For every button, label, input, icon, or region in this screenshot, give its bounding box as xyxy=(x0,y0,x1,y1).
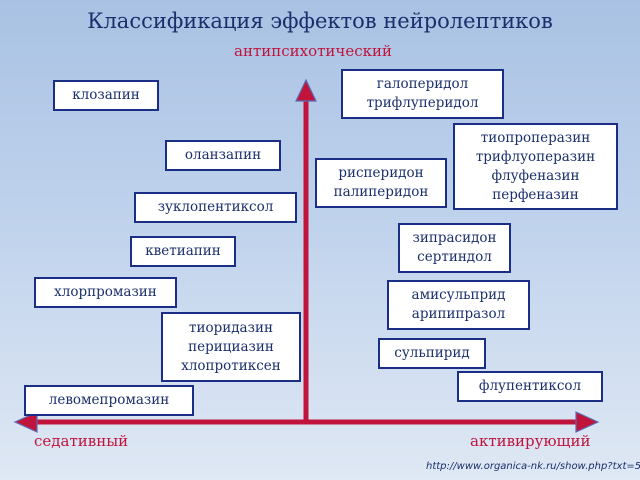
drug-name: флупентиксол xyxy=(478,378,582,394)
drug-name: тиопроперазин xyxy=(480,129,591,146)
drug-box-zuclopenthixol: зуклопентиксол xyxy=(134,192,297,223)
left-axis-arrow-icon xyxy=(13,411,38,433)
drug-box-chlorpromazine: хлорпромазин xyxy=(34,277,177,308)
drug-box-ziprasidone-group: зипрасидон сертиндол xyxy=(398,223,511,273)
drug-box-levomepromazine: левомепромазин xyxy=(24,385,194,416)
drug-box-sulpiride: сульпирид xyxy=(378,338,486,369)
drug-name: флуфеназин xyxy=(491,167,580,184)
drug-name: хлопротиксен xyxy=(181,357,281,374)
drug-name: клозапин xyxy=(72,87,140,103)
drug-name: сертиндол xyxy=(417,249,492,265)
drug-box-clozapine: клозапин xyxy=(53,80,159,111)
drug-box-flupentixol: флупентиксол xyxy=(457,371,603,402)
drug-box-olanzapine: оланзапин xyxy=(165,140,281,171)
drug-name: галоперидол xyxy=(376,76,469,92)
drug-name: перициазин xyxy=(188,338,274,355)
source-url[interactable]: http://www.organica-nk.ru/show.php?txt=5… xyxy=(426,461,640,472)
page-title: Классификация эффектов нейролептиков xyxy=(87,9,553,33)
drug-box-amisulpride-group: амисульприд арипипразол xyxy=(387,280,530,330)
sedative-axis-label: седативный xyxy=(34,432,129,450)
drug-box-thioproperazine-group: тиопроперазин трифлуоперазин флуфеназин … xyxy=(453,123,618,210)
drug-name: хлорпромазин xyxy=(54,284,157,300)
drug-name: трифлуоперазин xyxy=(475,148,596,165)
drug-box-thioridazine-group: тиоридазин перициазин хлопротиксен xyxy=(161,312,301,382)
drug-name: палиперидон xyxy=(333,184,429,200)
antipsychotic-axis-label: антипсихотический xyxy=(234,42,392,60)
right-axis-arrow-icon xyxy=(575,411,600,433)
drug-name: кветиапин xyxy=(145,243,221,259)
drug-name: рисперидон xyxy=(338,165,424,181)
drug-name: тиоридазин xyxy=(189,319,273,336)
drug-name: оланзапин xyxy=(184,147,262,163)
drug-name: зуклопентиксол xyxy=(157,199,274,215)
drug-name: левомепромазин xyxy=(48,392,170,408)
drug-name: зипрасидон xyxy=(412,230,497,246)
drug-name: трифлуперидол xyxy=(366,95,479,111)
drug-name: перфеназин xyxy=(492,186,579,203)
drug-name: сульпирид xyxy=(394,345,470,361)
drug-name: амисульприд xyxy=(411,287,506,303)
vertical-axis-arrow-icon xyxy=(295,78,317,102)
drug-box-haloperidol-group: галоперидол трифлуперидол xyxy=(341,69,504,119)
drug-box-quetiapine: кветиапин xyxy=(130,236,236,267)
activating-axis-label: активирующий xyxy=(470,432,591,450)
drug-name: арипипразол xyxy=(411,306,506,322)
drug-box-risperidone-group: рисперидон палиперидон xyxy=(315,158,447,208)
